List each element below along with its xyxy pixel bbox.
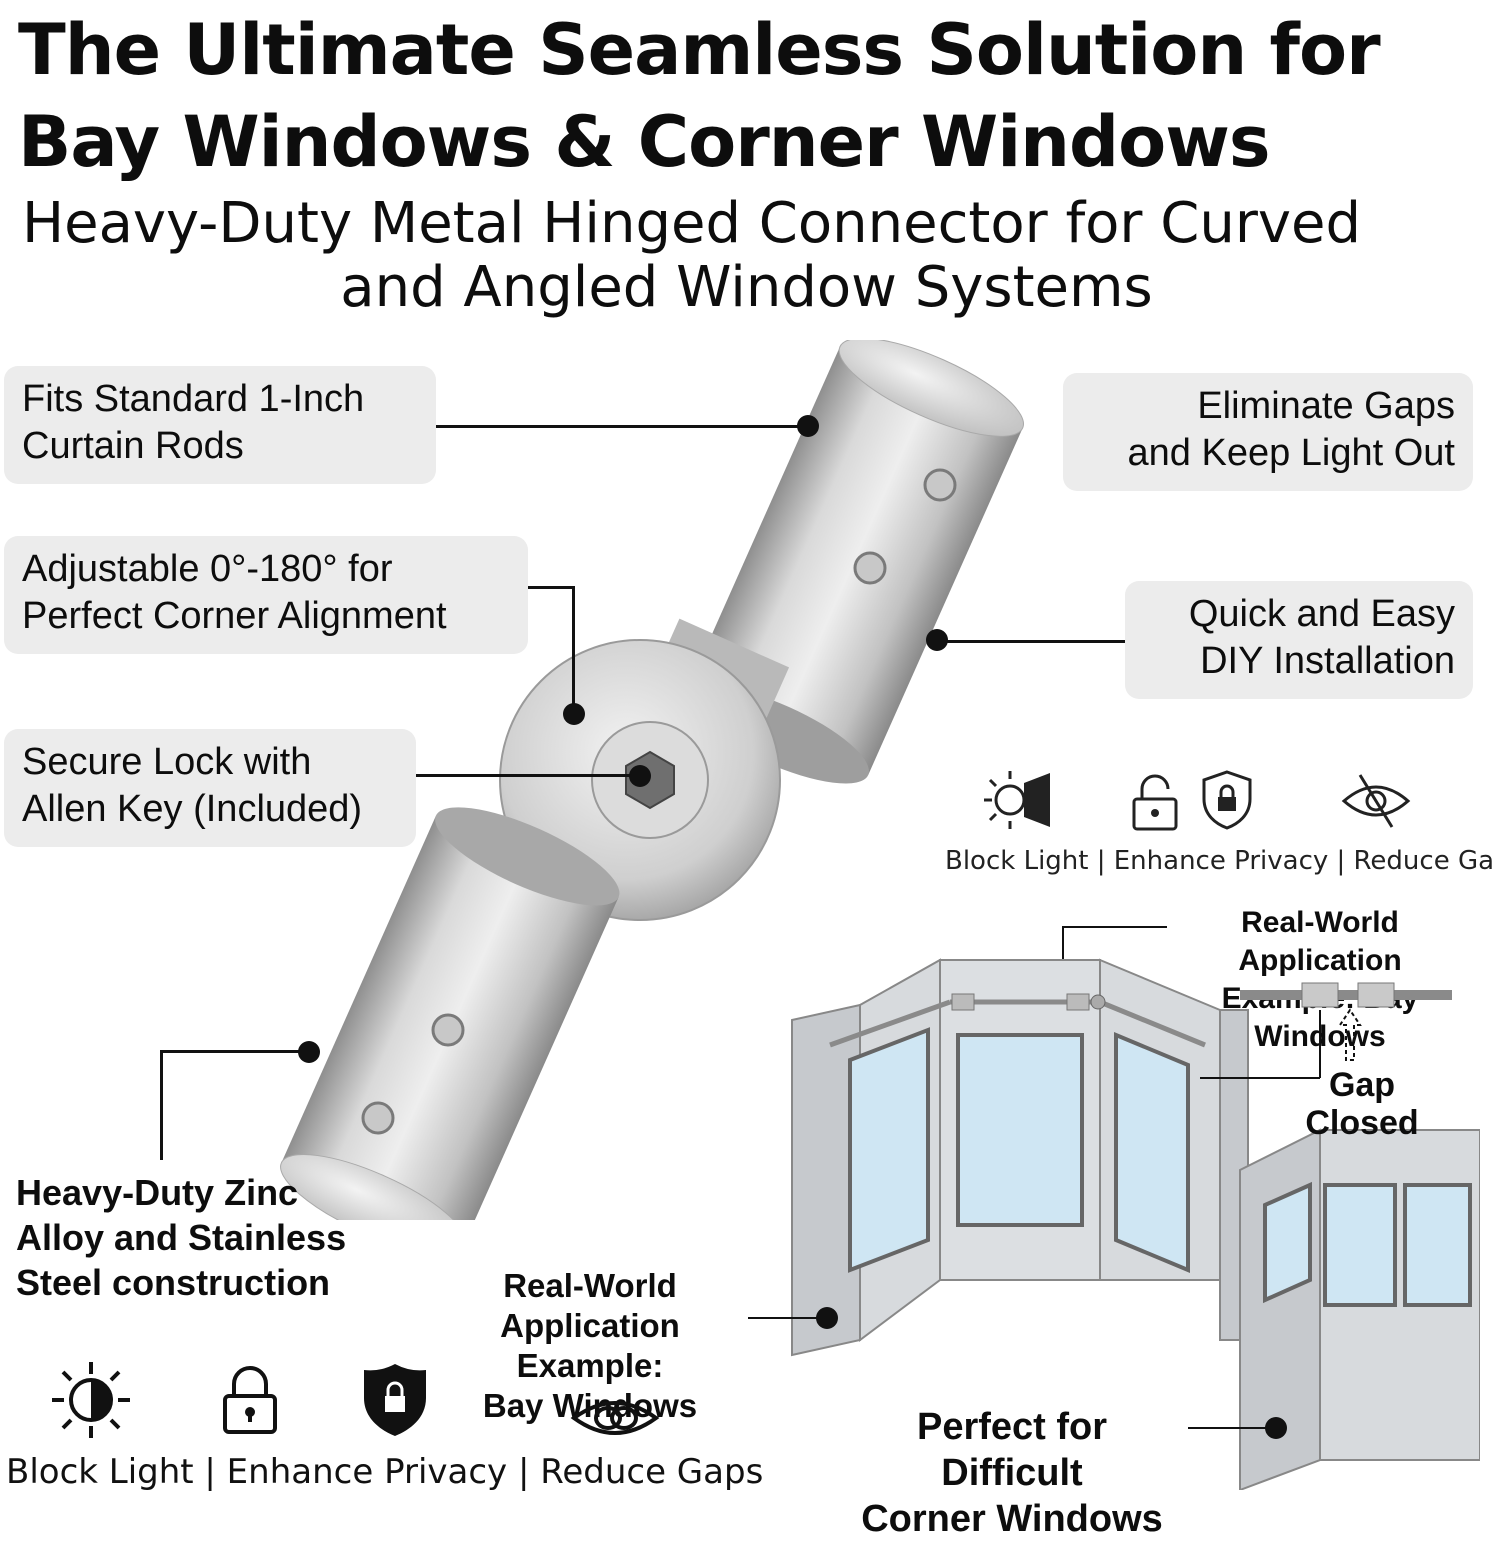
app-label-top-line-1: Real-World Application xyxy=(1238,906,1402,977)
shield-lock-icon xyxy=(1202,770,1252,830)
callout-eliminate-gaps: Eliminate Gaps and Keep Light Out xyxy=(1063,373,1473,491)
page-title: The Ultimate Seamless Solution for Bay W… xyxy=(18,4,1488,188)
callout-secure-lock: Secure Lock with Allen Key (Included) xyxy=(4,729,416,847)
gap-label-line-1: Gap xyxy=(1328,1066,1396,1104)
callout-material-line-1: Heavy-Duty Zinc xyxy=(16,1172,299,1213)
callout-adjustable-line-2: Perfect Corner Alignment xyxy=(22,595,447,637)
sun-half-icon xyxy=(984,771,1050,829)
pointer-dot xyxy=(816,1307,838,1329)
subtitle-line-2: and Angled Window Systems xyxy=(340,255,1153,320)
app-label-mid-line-2: Application Example: xyxy=(500,1307,680,1384)
page-subtitle: Heavy-Duty Metal Hinged Connector for Cu… xyxy=(0,192,1493,320)
corner-windows-label: Perfect for Difficult Corner Windows xyxy=(842,1404,1182,1542)
callout-quick-install: Quick and Easy DIY Installation xyxy=(1125,581,1473,699)
callout-material-line-3: Steel construction xyxy=(16,1262,331,1303)
pointer-dot xyxy=(797,415,819,437)
subtitle-line-1: Heavy-Duty Metal Hinged Connector for Cu… xyxy=(22,191,1361,256)
feature-text-large: Block Light | Enhance Privacy | Reduce G… xyxy=(6,1452,764,1492)
corner-label-line-1: Perfect for Difficult xyxy=(916,1406,1108,1494)
gap-label-line-2: Closed xyxy=(1305,1104,1419,1142)
callout-quick-line-1: Quick and Easy xyxy=(1188,593,1455,635)
pointer-dot xyxy=(926,629,948,651)
title-line-2: Bay Windows & Corner Windows xyxy=(18,101,1271,183)
callout-adjustable-line-1: Adjustable 0°-180° for xyxy=(22,548,393,590)
lower-rod-socket xyxy=(280,807,620,1220)
gap-closed-label: Gap Closed xyxy=(1302,1066,1422,1142)
padlock-icon xyxy=(1132,774,1178,831)
callout-secure-line-1: Secure Lock with xyxy=(22,741,312,783)
feature-text-small: Block Light | Enhance Privacy | Reduce G… xyxy=(945,846,1493,876)
callout-secure-line-2: Allen Key (Included) xyxy=(22,788,363,830)
callout-fits-line-2: Curtain Rods xyxy=(22,425,244,467)
feature-icons-large xyxy=(40,1360,680,1440)
pointer-dot xyxy=(629,765,651,787)
callout-quick-line-2: DIY Installation xyxy=(1200,640,1455,682)
eye-icon xyxy=(570,1401,660,1435)
app-label-mid: Real-World Application Example: Bay Wind… xyxy=(430,1266,750,1426)
sun-half-icon xyxy=(52,1362,130,1438)
eye-slash-icon xyxy=(1341,774,1411,828)
shield-lock-icon xyxy=(364,1364,426,1436)
padlock-icon xyxy=(223,1366,277,1434)
callout-fits-line-1: Fits Standard 1-Inch xyxy=(22,378,365,420)
app-label-mid-line-1: Real-World xyxy=(503,1267,677,1304)
pointer-dot xyxy=(1265,1417,1287,1439)
title-line-1: The Ultimate Seamless Solution for xyxy=(18,9,1381,91)
corner-label-line-2: Corner Windows xyxy=(861,1498,1163,1540)
pointer-dot xyxy=(298,1041,320,1063)
callout-material: Heavy-Duty Zinc Alloy and Stainless Stee… xyxy=(16,1170,356,1305)
callout-fits-rods: Fits Standard 1-Inch Curtain Rods xyxy=(4,366,436,484)
callout-adjustable: Adjustable 0°-180° for Perfect Corner Al… xyxy=(4,536,528,654)
feature-icons-small xyxy=(980,765,1450,835)
pointer-dot xyxy=(563,703,585,725)
callout-eliminate-line-1: Eliminate Gaps xyxy=(1197,385,1455,427)
callout-eliminate-line-2: and Keep Light Out xyxy=(1127,432,1455,474)
callout-material-line-2: Alloy and Stainless xyxy=(16,1217,347,1258)
bay-window-diagram xyxy=(791,958,1480,1490)
app-label-mid-line-3: Bay Windows xyxy=(482,1387,698,1424)
